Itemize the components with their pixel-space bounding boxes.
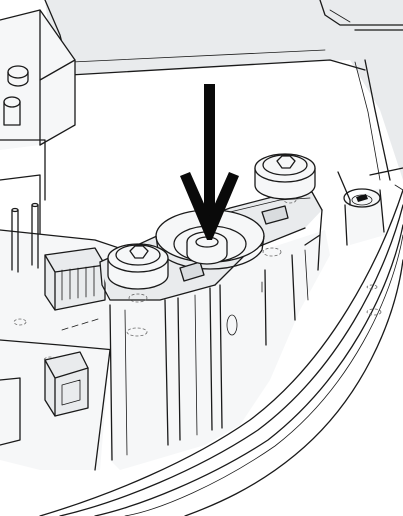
down-arrow-icon (180, 84, 239, 240)
left-screw (107, 243, 169, 303)
right-screw (254, 153, 316, 200)
left-bracket (0, 9, 76, 241)
housing-back-wall (19, 0, 403, 181)
side-cylinder (343, 167, 403, 246)
housing-rim (39, 171, 403, 516)
center-boss (186, 231, 228, 265)
